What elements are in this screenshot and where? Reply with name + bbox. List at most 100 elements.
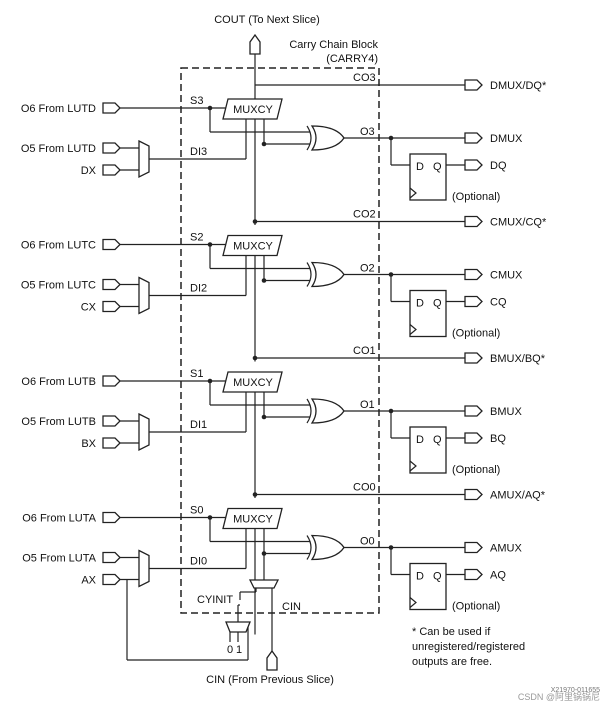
carry4-boundary [180,67,380,614]
xor-gate-cx [310,261,345,288]
o5-label-ax: O5 From LUTA [22,553,96,565]
ff-d-dx: D [416,161,424,173]
muxcy-label-cx: MUXCY [233,241,273,253]
cyinit-mux [248,579,280,589]
muxcy-label-bx: MUXCY [233,377,273,389]
note-line2: unregistered/registered [412,641,525,653]
o6-label-bx: O6 From LUTB [21,376,96,388]
xor-gate-ax [310,534,345,561]
s-label-cx: S2 [190,232,203,244]
o5-label-cx: O5 From LUTC [21,280,96,292]
x-port-cx [102,300,121,313]
xor-out-port-dx [464,132,483,144]
xor-out-label-bx: BMUX [490,406,522,418]
x-label-ax: AX [81,575,96,587]
co-label-dx: CO3 [353,72,376,84]
cout-label: COUT (To Next Slice) [214,14,320,26]
cyinit-select-mux [225,621,251,633]
xor-out-label-ax: AMUX [490,543,522,555]
ff-clk-icon-ax [409,597,417,608]
xor-back-ax [306,535,312,560]
ff-out-label-ax: AQ [490,570,506,582]
ff-clk-icon-bx [409,460,417,472]
co-label-cx: CO2 [353,209,376,221]
co-label-ax: CO0 [353,482,376,494]
co-out-label-dx: DMUX/DQ* [490,80,547,92]
cout-port-icon [249,33,261,55]
s-label-bx: S1 [190,368,203,380]
o5-port-ax [102,551,121,564]
optional-label-dx: (Optional) [452,191,500,203]
xor-back-cx [306,262,312,287]
block-title-line1: Carry Chain Block [289,39,378,51]
o5-label-dx: O5 From LUTD [21,143,96,155]
x-label-bx: BX [81,438,96,450]
note-line1: * Can be used if [412,626,491,638]
block-title-line2: (CARRY4) [326,53,378,65]
ff-out-port-ax [464,568,483,581]
note-line3: outputs are free. [412,656,492,668]
ff-d-ax: D [416,571,424,583]
o6-port-ax [102,511,121,524]
o-label-bx: O1 [360,399,375,411]
optional-label-ax: (Optional) [452,601,500,613]
cin-port-icon [266,649,278,671]
xor-out-port-ax [464,541,483,554]
muxcy-label-ax: MUXCY [233,514,273,526]
o6-port-bx [102,375,121,387]
di-label-bx: DI1 [190,419,207,431]
ff-q-dx: Q [433,161,442,173]
s-label-dx: S3 [190,95,203,107]
x-label-dx: DX [81,165,97,177]
o5-port-cx [102,278,121,291]
di-label-ax: DI0 [190,556,207,568]
xor-back-bx [306,398,312,424]
muxcy-cx [222,234,283,257]
cin-short-label: CIN [282,601,301,613]
x-port-ax [102,573,121,586]
x-port-bx [102,437,121,449]
xor-gate-dx [310,125,345,151]
o5-port-dx [102,142,121,154]
xor-out-port-bx [464,405,483,417]
ff-q-cx: Q [433,298,442,310]
ff-out-port-dx [464,159,483,171]
xor-out-label-cx: CMUX [490,270,523,282]
co-out-port-bx [464,352,483,364]
o5-label-bx: O5 From LUTB [21,416,96,428]
ff-q-ax: Q [433,571,442,583]
o-label-ax: O0 [360,536,375,548]
co-out-label-ax: AMUX/AQ* [490,490,546,502]
ff-clk-icon-dx [409,187,417,199]
co-out-label-bx: BMUX/BQ* [490,353,546,365]
ff-out-label-bx: BQ [490,433,506,445]
optional-label-bx: (Optional) [452,464,500,476]
input-mux-bx [138,412,150,452]
co-out-label-cx: CMUX/CQ* [490,217,547,229]
ff-clk-icon-cx [409,324,417,335]
muxcy-bx [222,371,283,393]
optional-label-cx: (Optional) [452,328,500,340]
co-out-port-ax [464,488,483,501]
o6-port-cx [102,238,121,251]
xor-out-port-cx [464,268,483,281]
di-label-cx: DI2 [190,283,207,295]
ff-out-label-dx: DQ [490,160,507,172]
o5-port-bx [102,415,121,427]
ff-out-port-bx [464,432,483,444]
figure-id: X21970-011655 [551,687,600,694]
watermark: CSDN @阿里锅锅尼 [518,692,600,702]
o6-label-dx: O6 From LUTD [21,103,96,115]
xor-out-label-dx: DMUX [490,133,523,145]
co-out-port-cx [464,215,483,228]
ff-d-bx: D [416,434,424,446]
input-mux-dx [138,139,150,179]
input-mux-cx [138,276,150,315]
x-label-cx: CX [81,302,97,314]
mux-sel-1: 1 [236,644,242,656]
xor-gate-bx [310,398,345,424]
ff-d-cx: D [416,298,424,310]
muxcy-dx [222,98,283,120]
o6-label-ax: O6 From LUTA [22,513,96,525]
